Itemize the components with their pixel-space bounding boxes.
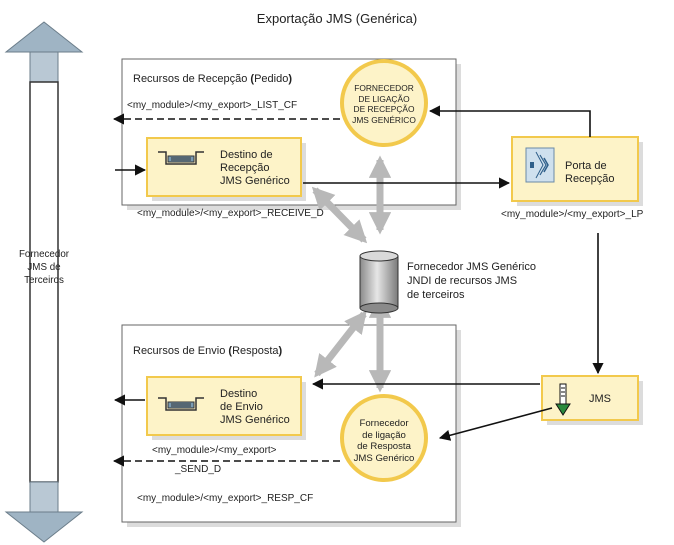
send-queue-icon xyxy=(158,397,204,411)
send-provider-line-2: de ligação xyxy=(362,429,406,441)
receive-provider-circle xyxy=(340,59,428,147)
jndi-cylinder xyxy=(359,250,399,314)
send-title-paren-open: ( xyxy=(228,345,233,357)
resp-cf-label: <my_module>/<my_export>_RESP_CF xyxy=(137,493,314,504)
send-provider-label: Fornecedor de ligação de Resposta JMS Ge… xyxy=(344,418,424,464)
receive-title-text: Recursos de Recepção xyxy=(133,73,251,85)
jndi-line-3: de terceiros xyxy=(407,289,465,301)
send-provider-line-3: de Resposta xyxy=(357,441,411,452)
receive-box-title: Recursos de Recepção (Pedido) xyxy=(133,73,292,86)
send-destination-line-1: Destino xyxy=(220,388,258,400)
receive-provider-line-4: JMS GENÉRICO xyxy=(352,114,416,125)
receive-provider-line-1: FORNECEDOR xyxy=(354,83,414,93)
send-destination-label: Destino de Envio JMS Genérico xyxy=(220,388,300,427)
port-line-2: Recepção xyxy=(565,173,615,185)
jndi-links xyxy=(311,155,392,393)
send-destination-line-3: JMS Genérico xyxy=(220,414,290,426)
send-d-label-2: _SEND_D xyxy=(175,464,222,475)
port-label: Porta de Recepção xyxy=(565,160,635,186)
send-title-paren-close: ) xyxy=(278,345,283,357)
receive-destination-line-1: Destino de xyxy=(220,149,273,161)
receive-destination-box xyxy=(146,137,302,197)
receive-title-paren-close: ) xyxy=(288,73,293,85)
third-party-line-3: Terceiros xyxy=(24,275,64,286)
send-title-text: Recursos de Envio xyxy=(133,345,229,357)
port-line-1: Porta de xyxy=(565,160,607,172)
send-title-word: Resposta xyxy=(232,345,279,357)
send-provider-circle xyxy=(340,394,428,482)
receive-provider-label: FORNECEDOR DE LIGAÇÃO DE RECEPÇÃO JMS GE… xyxy=(344,83,424,125)
third-party-line-2: JMS de xyxy=(27,262,61,273)
receive-queue-icon xyxy=(158,151,204,165)
send-destination-line-2: de Envio xyxy=(220,401,263,413)
arrow-port-to-provider xyxy=(428,105,591,137)
diagram-title: Exportação JMS (Genérica) xyxy=(256,11,418,26)
receive-destination-line-2: Recepção xyxy=(220,162,270,174)
jms-box xyxy=(541,375,639,421)
third-party-line-1: Fornecedor xyxy=(18,249,70,260)
receive-destination-line-3: JMS Genérico xyxy=(220,175,290,187)
send-provider-line-4: JMS Genérico xyxy=(353,452,415,464)
send-d-label-1: <my_module>/<my_export> xyxy=(152,445,277,456)
port-lp-label: <my_module>/<my_export>_LP xyxy=(501,209,644,220)
jms-label: JMS xyxy=(589,393,611,405)
jndi-label: Fornecedor JMS Genérico JNDI de recursos… xyxy=(407,260,582,302)
jms-icon xyxy=(555,383,571,416)
jndi-line-1: Fornecedor JMS Genérico xyxy=(407,261,536,273)
receive-destination-label: Destino de Recepção JMS Genérico xyxy=(220,149,300,188)
receive-title-paren-open: ( xyxy=(250,73,255,85)
third-party-label: Fornecedor JMS de Terceiros xyxy=(19,248,69,287)
third-party-bar xyxy=(4,21,84,543)
receive-d-label: <my_module>/<my_export>_RECEIVE_D xyxy=(137,208,324,219)
receive-title-word: Pedido xyxy=(254,73,289,85)
jndi-line-2: JNDI de recursos JMS xyxy=(407,275,518,287)
receive-provider-line-2: DE LIGAÇÃO xyxy=(358,93,410,104)
port-sound-icon xyxy=(525,147,555,183)
receive-provider-line-3: DE RECEPÇÃO xyxy=(353,104,415,114)
send-provider-line-1: Fornecedor xyxy=(359,418,409,429)
send-box-title: Recursos de Envio (Resposta) xyxy=(133,345,282,358)
arrow-jms-to-send-provider xyxy=(438,407,553,441)
list-cf-label: <my_module>/<my_export>_LIST_CF xyxy=(127,100,298,111)
